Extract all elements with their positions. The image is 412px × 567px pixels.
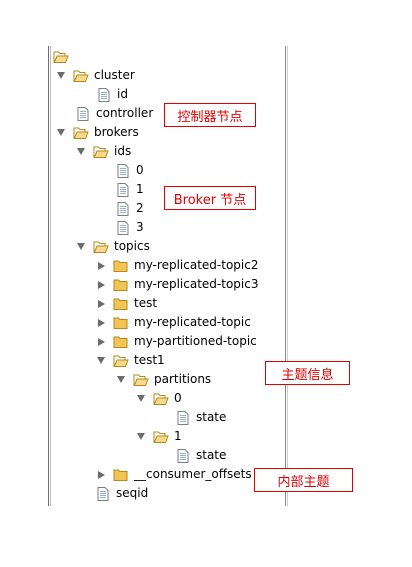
folder-open-icon [73,126,89,140]
folder-open-icon [73,69,89,83]
expand-right-icon[interactable] [96,261,106,271]
tree-node-label: 2 [136,201,144,215]
tree-node-label: 0 [136,163,144,177]
folder-open-icon [133,373,149,387]
file-icon [75,106,91,121]
expand-right-icon[interactable] [96,280,106,290]
tree-node-topic-my-replicated-topic2[interactable]: my-replicated-topic2 [96,256,258,275]
tree-node-label: topics [114,239,150,253]
tree-node-label: state [196,410,227,424]
folder-icon [113,468,129,482]
tree-node-label: my-replicated-topic3 [134,277,259,291]
left-border-line-inner [50,46,51,506]
expand-down-icon[interactable] [136,394,146,404]
file-icon [115,182,131,197]
tree-node-broker-0[interactable]: 0 [115,161,144,180]
file-icon [96,87,112,102]
tree-node-topic-test1[interactable]: test1 [96,351,165,370]
file-icon [115,201,131,216]
folder-icon [113,278,129,292]
tree-node-topic-my-replicated-topic3[interactable]: my-replicated-topic3 [96,275,258,294]
tree-node-label: 3 [136,220,144,234]
tree-node-label: brokers [94,125,139,139]
tree-node-topic-consumer-offsets[interactable]: __consumer_offsets [96,465,252,484]
annotation-internal-topic: 内部主题 [254,468,353,492]
expand-down-icon[interactable] [56,128,66,138]
tree-node-topic-my-partitioned-topic[interactable]: my-partitioned-topic [96,332,257,351]
tree-node-partitions[interactable]: partitions [116,370,211,389]
folder-open-icon [53,50,69,64]
file-icon [175,410,191,425]
expand-right-icon[interactable] [96,470,106,480]
tree-node-partition-0[interactable]: 0 [136,389,182,408]
tree-node-label: 1 [174,429,182,443]
tree-node-label: cluster [94,68,135,82]
expand-right-icon[interactable] [96,318,106,328]
tree-node-label: my-replicated-topic2 [134,258,259,272]
folder-icon [113,316,129,330]
folder-open-icon [93,145,109,159]
tree-node-label: controller [96,106,154,120]
tree-root[interactable] [53,47,74,66]
tree-node-label: test [134,296,158,310]
tree-node-label: seqid [116,486,149,500]
tree-node-label: state [196,448,227,462]
tree-node-cluster[interactable]: cluster [56,66,135,85]
tree-node-label: my-partitioned-topic [134,334,257,348]
tree-node-broker-3[interactable]: 3 [115,218,144,237]
tree-node-topic-my-replicated-topic[interactable]: my-replicated-topic [96,313,251,332]
tree-node-label: ids [114,144,132,158]
pane-splitter-shadow [287,46,288,506]
file-icon [115,220,131,235]
expand-down-icon[interactable] [136,432,146,442]
pane-splitter[interactable] [285,46,286,506]
expand-down-icon[interactable] [76,147,86,157]
tree-node-partition-1[interactable]: 1 [136,427,182,446]
tree-node-topic-test[interactable]: test [96,294,157,313]
annotation-controller-node: 控制器节点 [164,103,256,127]
expand-down-icon[interactable] [76,242,86,252]
folder-open-icon [153,430,169,444]
file-icon [95,486,111,501]
expand-down-icon[interactable] [116,375,126,385]
folder-icon [113,297,129,311]
tree-node-label: 1 [136,182,144,196]
tree-node-label: __consumer_offsets [134,467,252,481]
tree-node-brokers[interactable]: brokers [56,123,139,142]
file-icon [175,448,191,463]
expand-right-icon[interactable] [96,299,106,309]
tree-node-controller[interactable]: controller [75,104,153,123]
tree-node-seqid[interactable]: seqid [95,484,148,503]
tree-node-broker-1[interactable]: 1 [115,180,144,199]
tree-node-partition-0-state[interactable]: state [175,408,226,427]
annotation-broker-node: Broker 节点 [164,186,256,210]
tree-node-topics[interactable]: topics [76,237,150,256]
expand-down-icon[interactable] [56,71,66,81]
annotation-topic-info: 主题信息 [265,361,350,385]
folder-open-icon [113,354,129,368]
tree-node-ids[interactable]: ids [76,142,131,161]
tree-node-label: my-replicated-topic [134,315,251,329]
expand-down-icon[interactable] [96,356,106,366]
file-icon [115,163,131,178]
folder-icon [113,335,129,349]
left-border-line [48,46,49,506]
folder-icon [113,259,129,273]
tree-node-label: partitions [154,372,212,386]
expand-right-icon[interactable] [96,337,106,347]
tree-node-cluster-id[interactable]: id [96,85,128,104]
tree-node-label: 0 [174,391,182,405]
tree-node-label: id [117,87,128,101]
folder-open-icon [153,392,169,406]
tree-node-broker-2[interactable]: 2 [115,199,144,218]
tree-node-partition-1-state[interactable]: state [175,446,226,465]
folder-open-icon [93,240,109,254]
tree-node-label: test1 [134,353,165,367]
